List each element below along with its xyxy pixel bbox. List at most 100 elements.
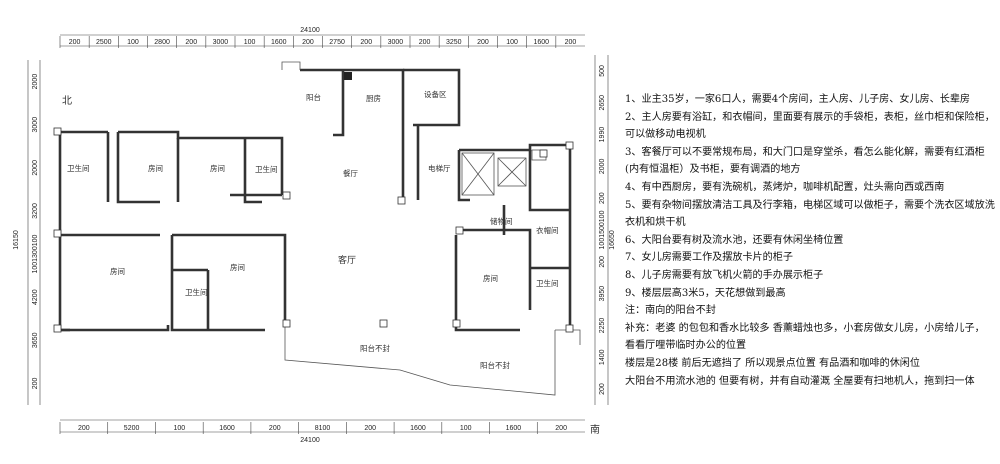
room-bath-1: 卫生间 [67,163,90,173]
south-marker: 南 [590,423,600,436]
note-line: 1、业主35岁，一家6口人，需要4个房间，主人房、儿子房、女儿房、长辈房 [625,94,971,105]
dimension-label: 3250 [446,39,462,46]
overall-height-left: 16150 [13,230,20,250]
room-south-balcony-2: 阳台不封 [480,360,510,370]
dimension-label: 2800 [154,39,170,46]
bottom-dimension-chain: 24100 200 5200 100 1600 200 8100 200 1600 100 160… [59,419,585,444]
note-line: 2、主人房要有浴缸，和衣帽间，里面要有展示的手袋柜，表柜，丝巾柜和保险柜， [625,111,995,123]
room-bedroom-5: 房间 [483,273,498,283]
dimension-label: 1600 [410,425,426,432]
room-south-balcony-1: 阳台不封 [360,343,390,353]
dimension-label: 200 [302,39,314,46]
room-cloakroom: 衣帽间 [536,225,559,235]
dimension-label: 5200 [124,425,140,432]
note-line: 3、客餐厅可以不要常规布局，和大门口是穿堂杀，看怎么能化解，需要有红酒柜 [625,146,985,158]
note-line: 楼层是28楼 前后无遮挡了 所以观景点位置 有品酒和咖啡的休闲位 [625,357,920,369]
room-balcony-top: 阳台 [306,92,321,102]
dimension-label: 200 [565,39,577,46]
note-line: 大阳台不用流水池的 但要有树，并有自动灌溉 全屋要有扫地机人，拖到扫一体 [625,375,975,387]
room-kitchen: 厨房 [366,93,381,103]
dimension-label: 8100 [315,425,331,432]
dimension-label: 3650 [32,332,39,348]
note-line: 7、女儿房需要工作及摆放卡片的柜子 [625,252,793,264]
right-dimension-chain: 16650 500 2650 1990 2000 200 1001500100 200 395… [594,55,616,405]
left-dimension-chain: 16150 2000 3000 2000 3200 1001300100 4200 3650… [13,60,41,405]
elevator-core [344,72,547,196]
dimension-label: 2000 [32,160,39,176]
dimension-label: 3200 [32,203,39,219]
dimension-label: 2000 [32,74,39,90]
dimension-label: 1600 [506,425,522,432]
dimension-label: 200 [599,383,606,395]
dimension-label: 2000 [599,158,606,174]
dimension-label: 200 [555,425,567,432]
dimension-label: 100 [244,39,256,46]
note-line: 可以做移动电视机 [625,129,706,141]
dimension-label: 2750 [329,39,345,46]
room-bedroom-3: 房间 [110,266,125,276]
dimension-label: 2250 [599,318,606,334]
dimension-label: 3000 [32,117,39,133]
room-bedroom-1: 房间 [148,163,163,173]
dimension-label: 1600 [533,39,549,46]
room-elevator-hall: 电梯厅 [428,163,451,173]
note-line: 9、楼层层高3米5，天花想做到最高 [625,287,786,299]
room-dining: 餐厅 [343,169,358,178]
overall-height-right: 16650 [609,230,616,250]
dimension-label: 200 [69,39,81,46]
dimension-label: 200 [269,425,281,432]
south-balcony-outline [281,61,581,396]
note-line: 看看厅哩带临时办公的位置 [625,340,747,352]
dimension-label: 200 [419,39,431,46]
columns [53,127,574,333]
dimension-label: 1990 [599,127,606,143]
dimension-label: 100 [460,425,472,432]
north-marker: 北 [62,95,72,107]
dimension-label: 1001300100 [32,234,39,273]
room-labels: 阳台 厨房 设备区 卫生间 房间 房间 卫生间 餐厅 电梯厅 储物间 衣帽间 客… [67,89,559,370]
room-bedroom-4: 房间 [230,262,245,272]
note-line: 6、大阳台要有树及流水池，还要有休闲坐椅位置 [625,234,844,246]
dimension-label: 2650 [599,95,606,111]
dimension-label: 3000 [213,39,229,46]
note-line: 8、儿子房需要有放飞机火箭的手办展示柜子 [625,269,824,281]
dimension-label: 200 [599,192,606,204]
dimension-label: 500 [599,65,606,77]
dimension-label: 100 [173,425,185,432]
overall-width-bottom: 24100 [300,437,320,444]
overall-width-top: 24100 [300,27,320,34]
dimension-label: 1600 [219,425,235,432]
dimension-label: 3000 [388,39,404,46]
dimension-label: 1600 [271,39,287,46]
dimension-label: 100 [127,39,139,46]
room-bath-3: 卫生间 [185,287,208,297]
room-living: 客厅 [338,254,356,266]
dimension-label: 1001500100 [599,210,606,249]
dimension-label: 100 [506,39,518,46]
note-line: (内有恒温柜）及书柜，要有调酒的地方 [625,164,801,176]
note-line: 4、有中西厨房，要有洗碗机，蒸烤炉，咖啡机配置，灶头需向西或西南 [625,181,945,193]
dimension-label: 200 [364,425,376,432]
top-dimension-chain: 24100 200 2500 100 2800 200 3000 100 1600 200 275… [59,27,585,48]
dimension-label: 3950 [599,286,606,302]
walls [58,68,572,332]
dimension-label: 4200 [32,289,39,305]
dimension-label: 200 [599,256,606,268]
note-line: 5、要有杂物间摆放清洁工具及行李箱，电梯区域可以做柜子，需要个洗衣区域放洗 [625,199,995,211]
dimension-label: 200 [360,39,372,46]
dimension-label: 200 [78,425,90,432]
room-equipment: 设备区 [424,89,447,99]
note-line: 衣机和烘干机 [625,217,686,229]
room-bath-2: 卫生间 [255,164,278,174]
dimension-label: 2500 [96,39,112,46]
room-bath-4: 卫生间 [536,278,559,288]
dimension-label: 200 [32,377,39,389]
dimension-label: 1400 [599,349,606,365]
design-requirements-notes: 1、业主35岁，一家6口人，需要4个房间，主人房、儿子房、女儿房、长辈房 2、主人… [625,91,995,390]
room-bedroom-2: 房间 [210,163,225,173]
note-line: 补充：老婆 的包包和香水比较多 香薰蜡烛也多，小套房做女儿房，小房给儿子， [625,322,985,334]
note-line: 注：南向的阳台不封 [625,305,716,317]
dimension-label: 200 [477,39,489,46]
room-storage: 储物间 [490,216,513,226]
